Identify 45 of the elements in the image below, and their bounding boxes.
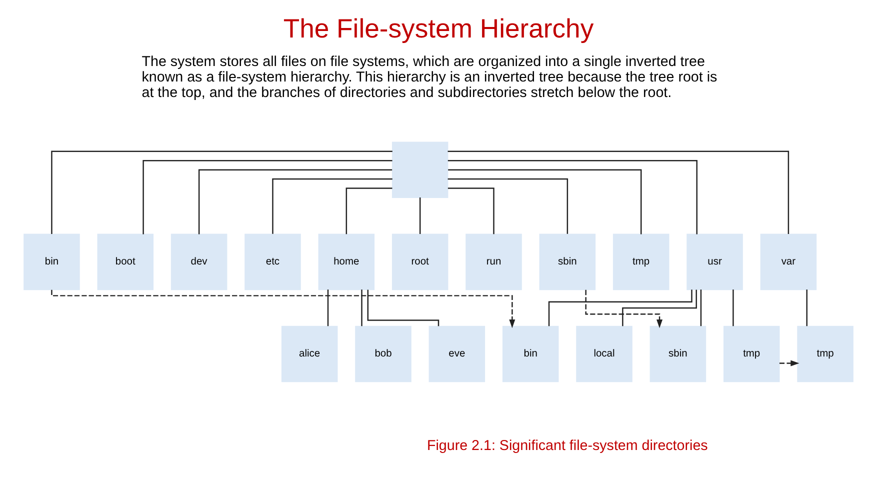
connector: [622, 290, 697, 326]
connector: [327, 290, 329, 326]
node-box: alice: [281, 326, 338, 382]
node-box: tmp: [797, 326, 854, 382]
connector: [142, 160, 392, 234]
arrow: [51, 290, 516, 328]
node-box: [392, 142, 448, 198]
node-box: bin: [502, 326, 559, 382]
node-box: home: [318, 234, 375, 290]
connector: [548, 290, 692, 326]
connector: [367, 290, 440, 326]
caption: Figure 2.1: Significant file-system directories: [427, 438, 708, 454]
node-box: boot: [97, 234, 154, 290]
connector: [700, 290, 702, 326]
arrow: [779, 360, 800, 366]
connector: [448, 169, 642, 234]
label: The system stores all files on file systems, which are organized into a single inverted tree known as a file-system hierarchy. This hierarchy is an inverted tree because the tree root is at the top, and the branches of directories and subdirectories stretch below the root.: [142, 54, 718, 101]
connector: [448, 178, 568, 234]
node-box: eve: [428, 326, 486, 382]
node-box: sbin: [650, 326, 706, 382]
node-box: sbin: [539, 234, 596, 290]
connector: [346, 188, 392, 234]
arrow: [585, 290, 663, 328]
diagram-title: The File-system Hierarchy: [283, 14, 594, 44]
node-box: bob: [355, 326, 412, 382]
connector: [361, 290, 362, 326]
connector: [806, 290, 808, 326]
connector: [272, 178, 392, 234]
node-box: root: [392, 234, 448, 290]
node-box: tmp: [723, 326, 780, 382]
node-box: bin: [24, 234, 80, 290]
node-box: var: [760, 234, 817, 290]
node-box: dev: [170, 234, 228, 290]
connector: [419, 197, 421, 234]
connector: [448, 188, 494, 234]
connector: [51, 150, 392, 234]
connector: [198, 169, 392, 234]
connector: [732, 290, 734, 326]
node-box: etc: [244, 234, 301, 290]
node-box: usr: [686, 234, 743, 290]
node-box: run: [466, 234, 522, 290]
connector: [448, 150, 790, 234]
connector: [448, 160, 698, 234]
node-box: local: [576, 326, 632, 382]
node-box: tmp: [612, 234, 670, 290]
